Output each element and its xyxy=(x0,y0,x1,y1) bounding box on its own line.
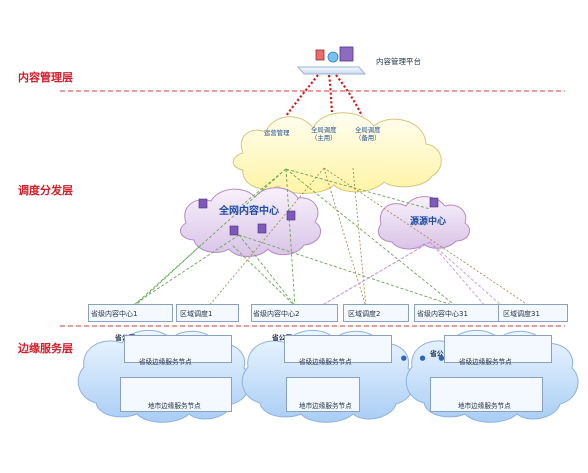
global-cloud xyxy=(232,112,442,194)
city-edge-card-2 xyxy=(286,377,360,412)
ellipsis-dots: • • • xyxy=(399,350,449,368)
city-edge-card-31 xyxy=(430,377,543,412)
province-edge-node-2-label: 省级边缘服务节点 xyxy=(299,358,352,366)
province-center-31-label: 省级内容中心31 xyxy=(417,310,468,318)
origin-center-label: 源源中心 xyxy=(410,217,447,227)
network-content-center-label: 全网内容中心 xyxy=(219,206,279,217)
city-edge-node-31-label: 地市边缘服务节点 xyxy=(458,402,511,410)
global-backup-label: 全局调度 （备用） xyxy=(355,126,381,142)
global-main-label: 全局调度 （主用） xyxy=(311,126,337,142)
province-edge-node-1-label: 省级边缘服务节点 xyxy=(139,358,192,366)
network-center-servers xyxy=(198,197,439,236)
ops-label: 运营管理 xyxy=(264,129,290,137)
network-content-cloud xyxy=(179,187,322,257)
region-dispatch-card-2 xyxy=(343,304,409,322)
city-edge-node-1-label: 地市边缘服务节点 xyxy=(148,402,201,410)
content-platform-icon xyxy=(296,46,367,75)
region-dispatch-card-31 xyxy=(498,304,568,322)
content-layer-label: 内容管理层 xyxy=(18,71,73,84)
province-edge-card-31 xyxy=(444,335,552,363)
province-edge-card-1 xyxy=(124,335,232,363)
province-center-1-label: 省级内容中心1 xyxy=(91,310,138,318)
province-center-card-2 xyxy=(251,304,338,322)
region-dispatch-31-label: 区域调度31 xyxy=(503,310,540,318)
green-links xyxy=(129,168,459,308)
province-edge-node-31-label: 省级边缘服务节点 xyxy=(459,358,512,366)
province-center-card-1 xyxy=(88,304,173,322)
city-edge-card-1 xyxy=(120,377,232,412)
purple-links xyxy=(318,241,504,308)
content-platform-label: 内容管理平台 xyxy=(376,57,421,66)
region-dispatch-1-label: 区域调度1 xyxy=(180,310,213,318)
region-dispatch-card-1 xyxy=(176,304,239,322)
dispatch-layer-label: 调度分发层 xyxy=(18,184,73,197)
edge-layer-label: 边缘服务层 xyxy=(18,342,73,355)
province-center-2-label: 省级内容中心2 xyxy=(253,310,300,318)
top-red-links xyxy=(285,74,363,117)
region-dispatch-2-label: 区域调度2 xyxy=(348,310,381,318)
city-edge-node-2-label: 地市边缘服务节点 xyxy=(299,402,352,410)
province-edge-card-2 xyxy=(284,335,392,363)
